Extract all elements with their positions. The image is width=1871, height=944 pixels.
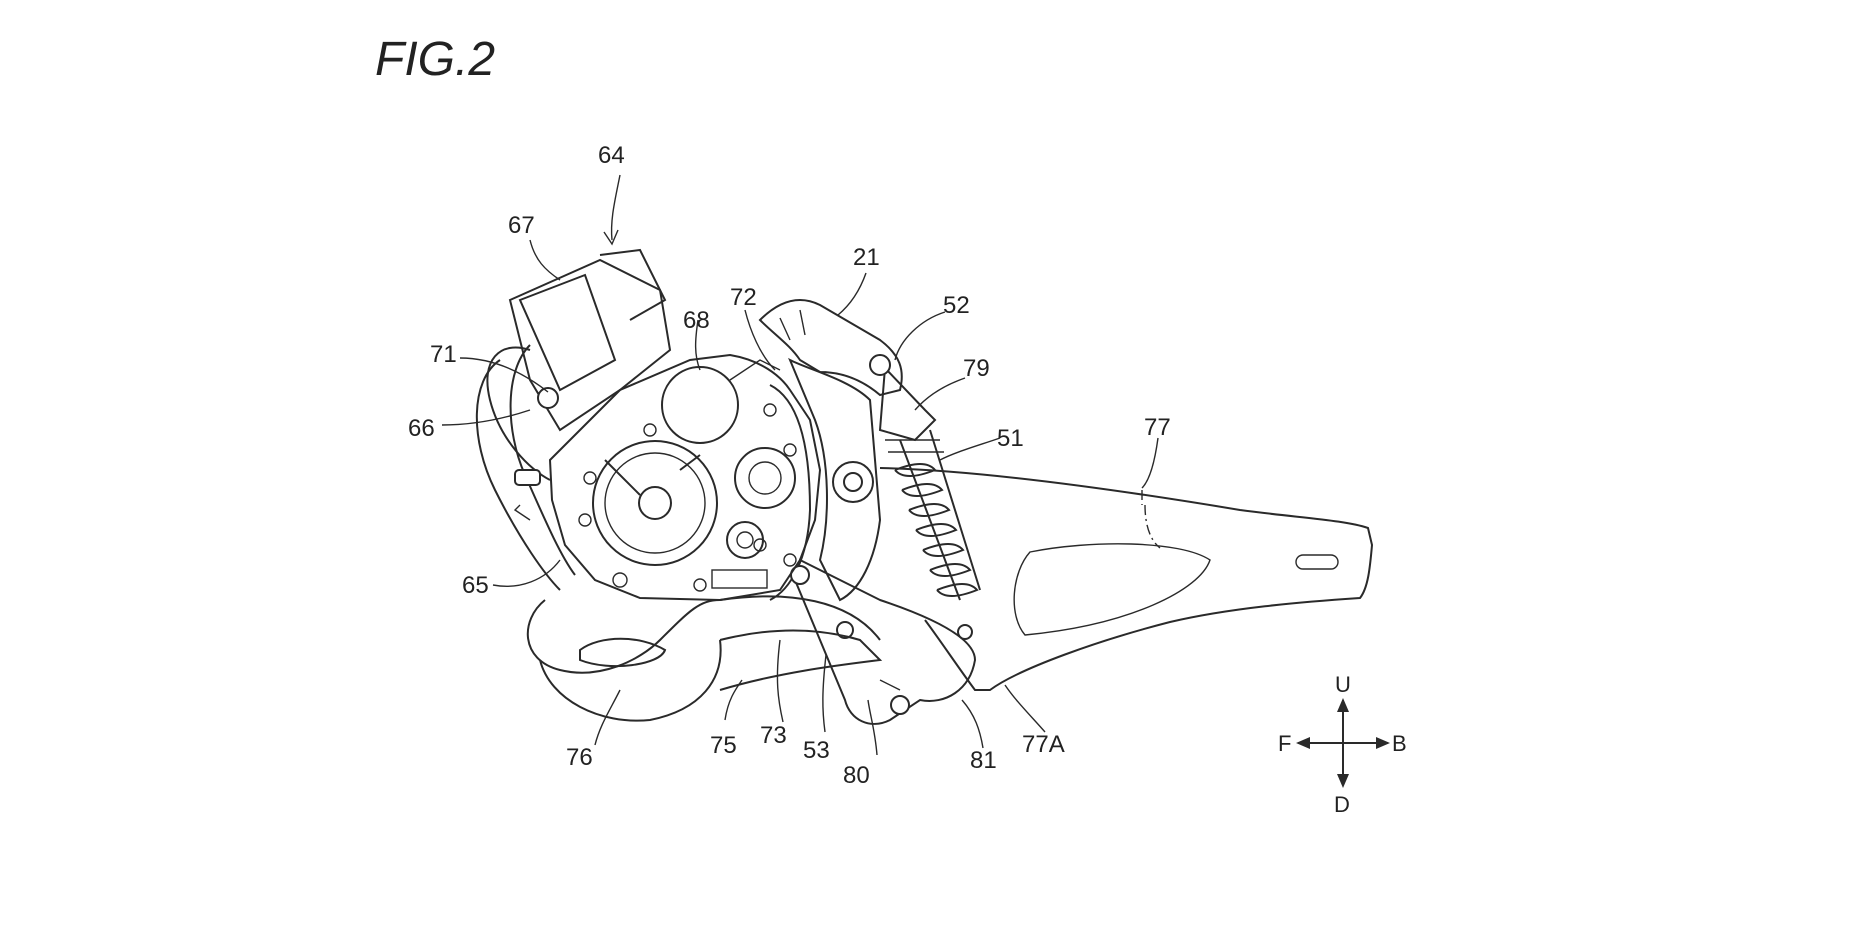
swing-arm-77 <box>879 467 1374 691</box>
direction-indicator: U D F B <box>1278 672 1407 817</box>
label-81: 81 <box>970 747 997 774</box>
label-72: 72 <box>730 284 757 311</box>
label-51: 51 <box>997 425 1024 452</box>
engine-crankcase-65 <box>548 353 822 602</box>
label-65: 65 <box>462 572 489 599</box>
reference-numerals: 64 67 21 72 68 52 71 79 66 51 77 65 76 7… <box>408 142 1171 789</box>
figure-title: FIG.2 <box>375 33 495 86</box>
link-arms-80 <box>790 558 977 725</box>
direction-up-label: U <box>1335 672 1351 697</box>
label-71: 71 <box>430 341 457 368</box>
label-53: 53 <box>803 737 830 764</box>
direction-front-label: F <box>1278 731 1291 756</box>
label-52: 52 <box>943 292 970 319</box>
label-66: 66 <box>408 415 435 442</box>
leader-lines <box>441 174 1159 756</box>
arrow-up-icon <box>1337 698 1349 712</box>
label-79: 79 <box>963 355 990 382</box>
direction-down-label: D <box>1334 792 1350 817</box>
label-76: 76 <box>566 744 593 771</box>
arrow-down-icon <box>1337 774 1349 788</box>
direction-back-label: B <box>1392 731 1407 756</box>
arrow-right-icon <box>1376 737 1390 749</box>
label-67: 67 <box>508 212 535 239</box>
label-21: 21 <box>853 244 880 271</box>
intake-68 <box>661 359 781 444</box>
frame-bracket-21 <box>758 299 903 602</box>
label-75: 75 <box>710 732 737 759</box>
label-73: 73 <box>760 722 787 749</box>
label-68: 68 <box>683 307 710 334</box>
label-77A: 77A <box>1022 731 1065 758</box>
exhaust-pipe-76 <box>475 344 883 722</box>
shock-absorber-51 <box>878 365 981 640</box>
label-80: 80 <box>843 762 870 789</box>
label-64: 64 <box>598 142 625 169</box>
label-77: 77 <box>1144 414 1171 441</box>
cylinder-head-66 <box>486 248 672 481</box>
arrow-left-icon <box>1296 737 1310 749</box>
